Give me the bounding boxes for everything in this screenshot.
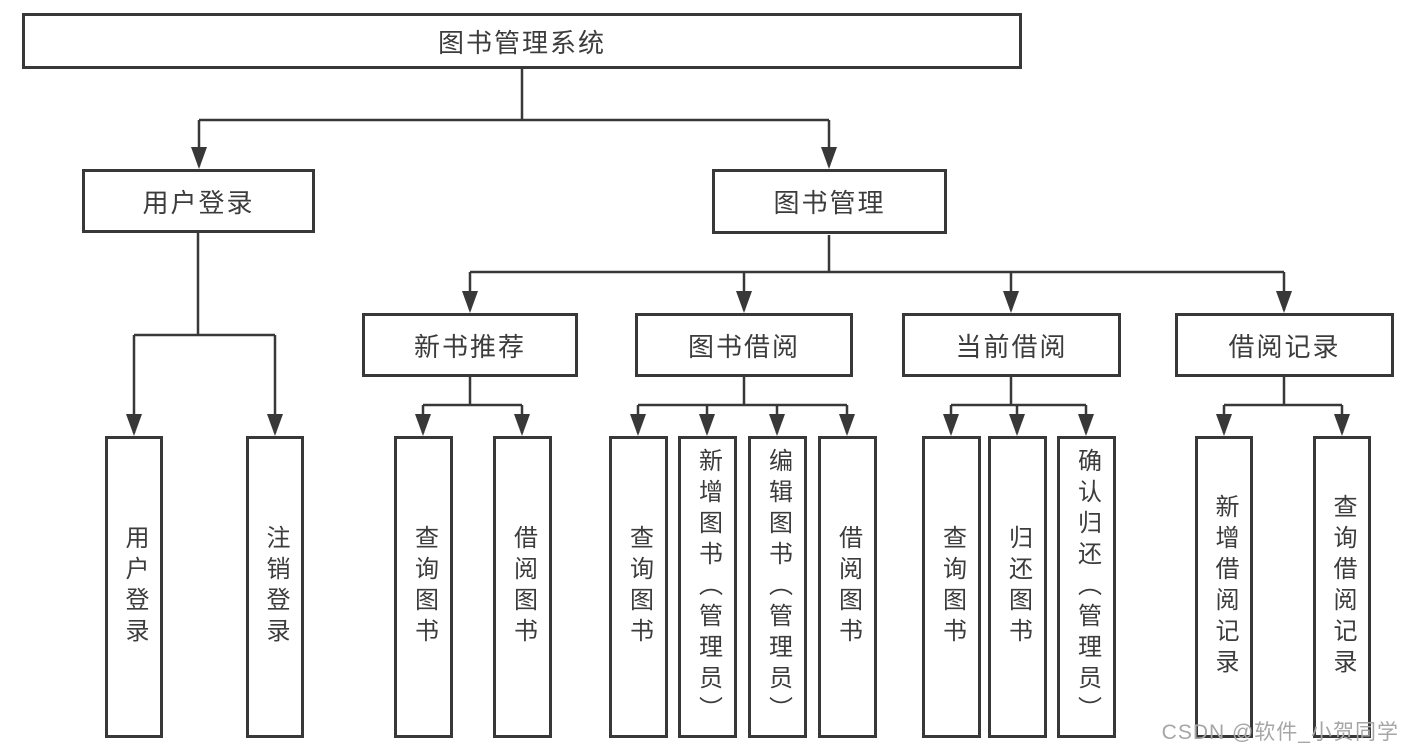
node-user-login: 用户登录 <box>82 169 315 233</box>
leaf-borrow-books: 借阅图书 <box>818 436 877 738</box>
leaf-confirm-return-admin: 确认归还（管理员） <box>1057 436 1116 738</box>
node-borrow-records: 借阅记录 <box>1175 313 1394 377</box>
leaf-edit-books-admin: 编辑图书（管理员） <box>748 436 807 738</box>
leaf-add-books-admin: 新增图书（管理员） <box>678 436 737 738</box>
leaf-query-books-recommend: 查询图书 <box>394 436 453 738</box>
node-book-borrowing: 图书借阅 <box>635 313 853 377</box>
arrowheads <box>126 147 1350 436</box>
node-root-system: 图书管理系统 <box>22 13 1022 69</box>
leaf-return-books: 归还图书 <box>988 436 1047 738</box>
leaf-borrow-books-recommend: 借阅图书 <box>493 436 552 738</box>
leaf-user-login: 用户登录 <box>105 436 163 738</box>
node-new-book-recommend: 新书推荐 <box>362 313 578 377</box>
leaf-query-books-borrowing: 查询图书 <box>609 436 668 738</box>
leaf-query-books-current: 查询图书 <box>922 436 981 738</box>
leaf-logout: 注销登录 <box>246 436 304 738</box>
leaf-query-borrow-record: 查询借阅记录 <box>1313 436 1371 738</box>
watermark-text: CSDN @软件_小贺同学 <box>1161 721 1399 744</box>
node-current-borrow: 当前借阅 <box>902 313 1121 377</box>
node-book-management: 图书管理 <box>712 169 947 234</box>
leaf-add-borrow-record: 新增借阅记录 <box>1195 436 1253 738</box>
